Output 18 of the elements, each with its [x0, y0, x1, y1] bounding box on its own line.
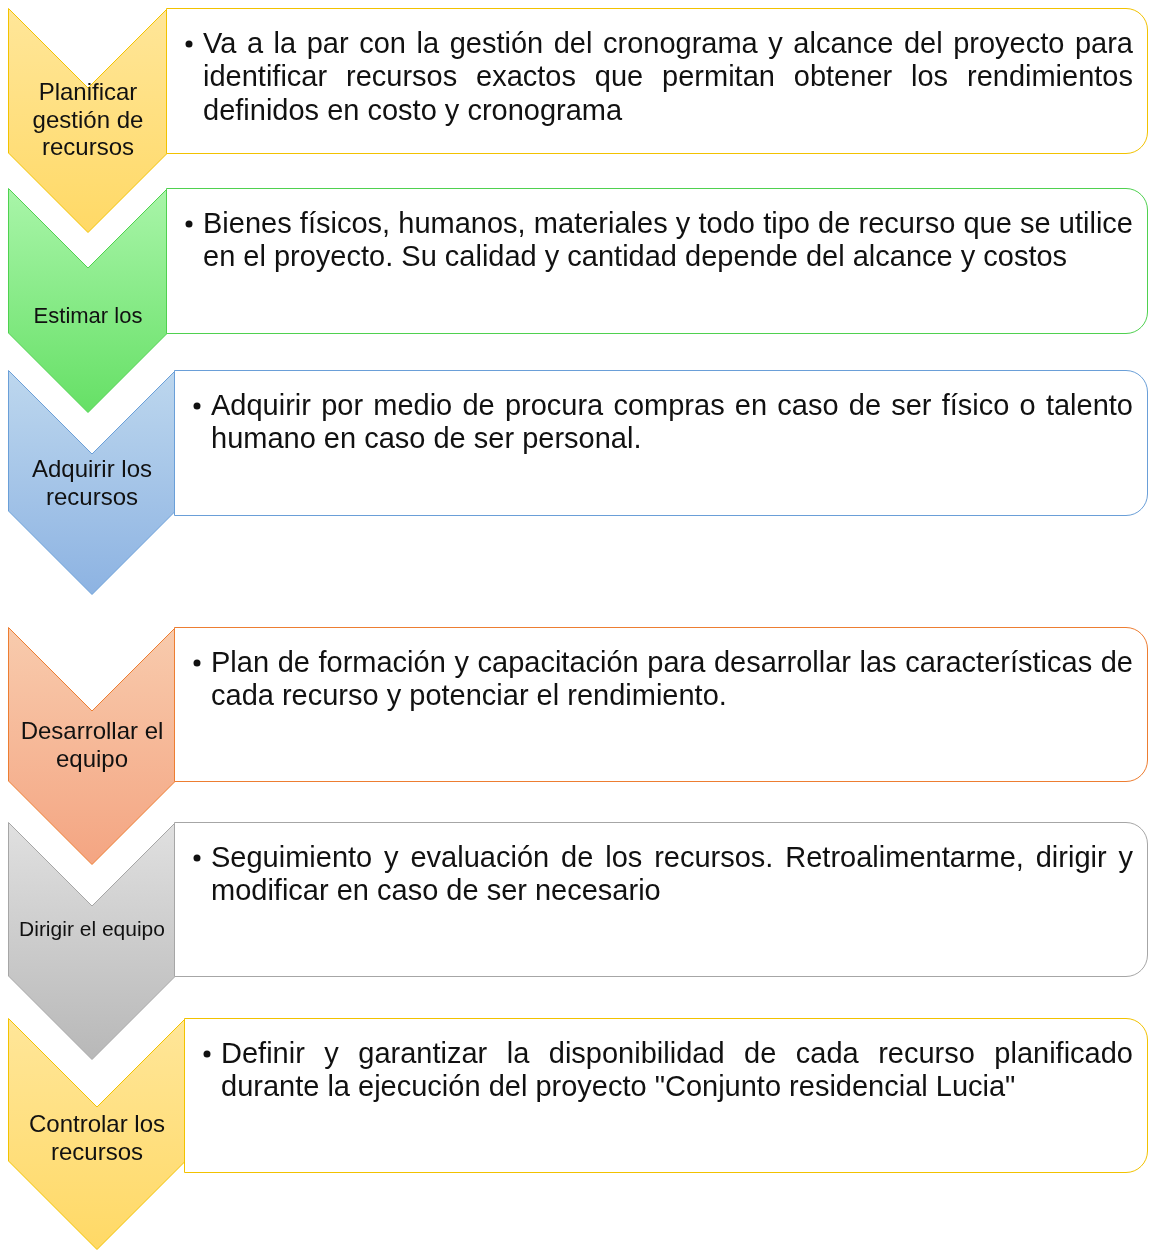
- step-label: Controlar los recursos: [27, 1110, 167, 1166]
- description-panel: [166, 8, 1148, 154]
- step-label: Desarrollar el equipo: [19, 717, 165, 773]
- bullet-text: Adquirir por medio de procura compras en caso de ser físico o talento humano en caso de ser personal.: [211, 389, 1133, 456]
- bullet-text: Definir y garantizar la disponibilidad de cada recurso planificado durante la ejecución del proyecto "Conjunto residencial Lucia": [221, 1037, 1133, 1104]
- step-label: Estimar los: [32, 303, 144, 329]
- step-label: Dirigir el equipo: [18, 917, 166, 942]
- description-panel: [184, 1018, 1148, 1173]
- description-panel: [174, 822, 1148, 977]
- description-panel: [166, 188, 1148, 334]
- description-panel: [174, 627, 1148, 782]
- bullet-text: Bienes físicos, humanos, materiales y todo tipo de recurso que se utilice en el proyecto. Su calidad y cantidad depende del alcance y costos: [203, 207, 1133, 274]
- bullet-text: Plan de formación y capacitación para desarrollar las características de cada recurso y potenciar el rendimiento.: [211, 646, 1133, 713]
- bullet-text: Va a la par con la gestión del cronograma y alcance del proyecto para identificar recursos exactos que permitan obtener los rendimientos definidos en costo y cronograma: [203, 27, 1133, 128]
- step-label: Planificar gestión de recursos: [31, 78, 145, 161]
- step-label: Adquirir los recursos: [30, 455, 153, 511]
- bullet-text: Seguimiento y evaluación de los recursos. Retroalimentarme, dirigir y modificar en caso de ser necesario: [211, 841, 1133, 908]
- description-panel: [174, 370, 1148, 516]
